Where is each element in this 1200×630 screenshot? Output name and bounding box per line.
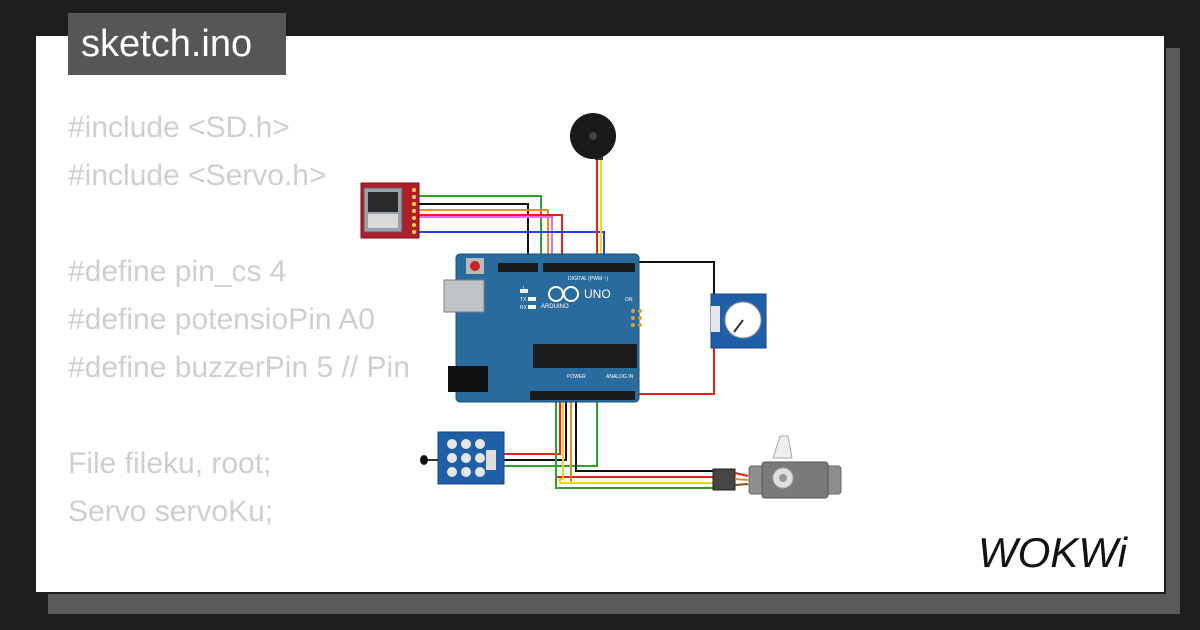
wire-sd-sck: [418, 209, 549, 270]
rx-label: RX: [520, 305, 528, 311]
wire-servo-vcc: [555, 395, 713, 478]
code-line: File fileku, root;: [68, 447, 272, 480]
arduino-uno[interactable]: [443, 253, 642, 403]
l-label: L: [523, 286, 526, 292]
code-line: #define buzzerPin 5 // Pin: [68, 351, 410, 384]
code-line: void setup() {: [68, 584, 410, 592]
wire-ntc-3: [500, 395, 598, 467]
wire-servo-yellow: [559, 395, 713, 484]
wire-sd-mosi: [418, 216, 553, 270]
wire-sd-miso: [418, 195, 542, 270]
board-maker: ARDUINO: [541, 304, 569, 310]
wire-servo-green: [555, 395, 717, 489]
wokwi-logo: WOKWi: [978, 529, 1129, 575]
code-preview: #include <SD.h> #include <Servo.h> #define…: [68, 104, 410, 592]
wire-ntc-1: [500, 395, 561, 455]
wire-ntc-2: [500, 395, 567, 461]
wire-sd-gnd: [418, 203, 529, 270]
analog-label: ANALOG IN: [606, 374, 634, 380]
tx-label: TX: [520, 297, 527, 303]
digital-label: DIGITAL (PWM ~): [568, 276, 608, 282]
on-label: ON: [625, 297, 633, 303]
wire-servo-gnd: [575, 395, 717, 472]
brand-text: WOKWi: [978, 529, 1129, 575]
board-name: UNO: [584, 287, 611, 301]
buzzer[interactable]: [570, 113, 616, 160]
wires: [418, 158, 717, 489]
code-line: #define potensioPin A0: [68, 303, 375, 336]
file-title: sketch.ino: [68, 13, 286, 75]
power-label: POWER: [567, 374, 586, 380]
sd-card-module[interactable]: [360, 182, 420, 239]
code-line: #include <Servo.h>: [68, 159, 327, 192]
servo-motor[interactable]: [712, 435, 842, 499]
code-line: #define pin_cs 4: [68, 255, 287, 288]
ntc-temperature-sensor[interactable]: [420, 431, 505, 485]
potentiometer[interactable]: [710, 293, 767, 349]
wire-servo-orange: [570, 395, 713, 484]
code-line: #include <SD.h>: [68, 111, 290, 144]
code-line: Servo servoKu;: [68, 495, 274, 528]
